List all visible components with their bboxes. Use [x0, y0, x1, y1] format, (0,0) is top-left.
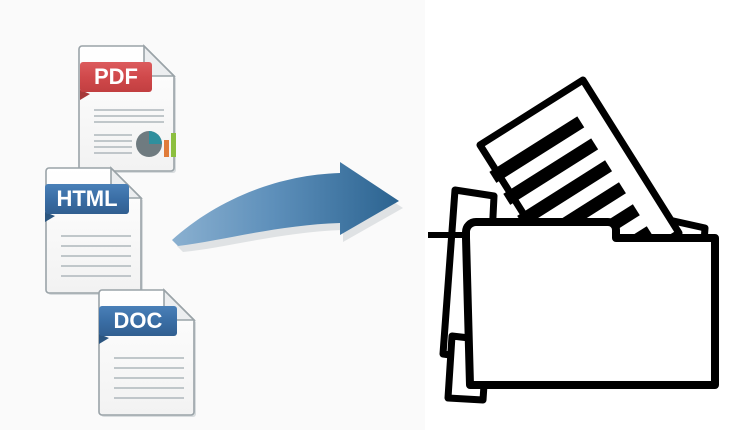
html-badge-label: HTML: [56, 186, 117, 211]
pdf-badge-label: PDF: [94, 64, 138, 89]
source-file-pdf[interactable]: PDF: [70, 36, 190, 176]
source-file-html[interactable]: HTML: [37, 158, 157, 298]
source-file-doc[interactable]: DOC: [90, 280, 210, 420]
html-icon: HTML: [45, 166, 143, 295]
pdf-icon: PDF: [78, 44, 176, 173]
doc-icon: DOC: [98, 288, 196, 417]
pdf-thumbnail-pie-chart: [136, 131, 162, 157]
doc-badge-label: DOC: [114, 308, 163, 333]
pdf-thumbnail-bar-chart: [164, 133, 176, 157]
right-background-panel: [425, 0, 731, 430]
